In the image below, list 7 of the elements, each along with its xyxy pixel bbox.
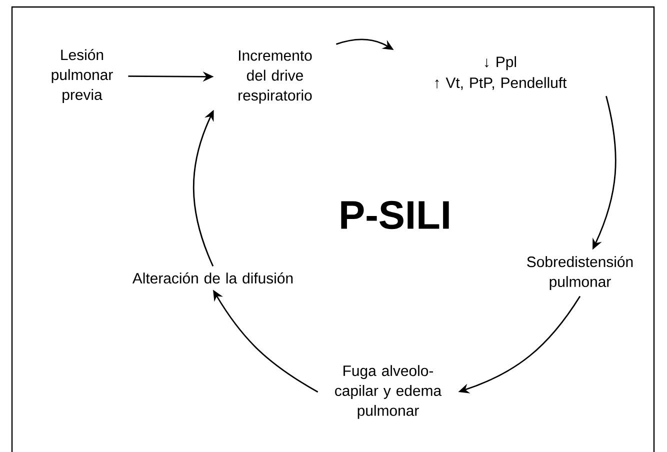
process-text: Incremento del drive respiratorio (238, 50, 312, 104)
process-text: Lesión pulmonar previa (52, 49, 113, 103)
title: P-SILI (341, 200, 449, 230)
process-text: Sobredistensión pulmonar (527, 256, 633, 290)
process-text: Fuga alveolo-capilar y edema pulmonar (335, 365, 442, 419)
process-text: Alteración de la difusión (132, 272, 293, 284)
process-text: ↓ Ppl ↑ Vt, PtP, Pendelluft (435, 56, 567, 90)
